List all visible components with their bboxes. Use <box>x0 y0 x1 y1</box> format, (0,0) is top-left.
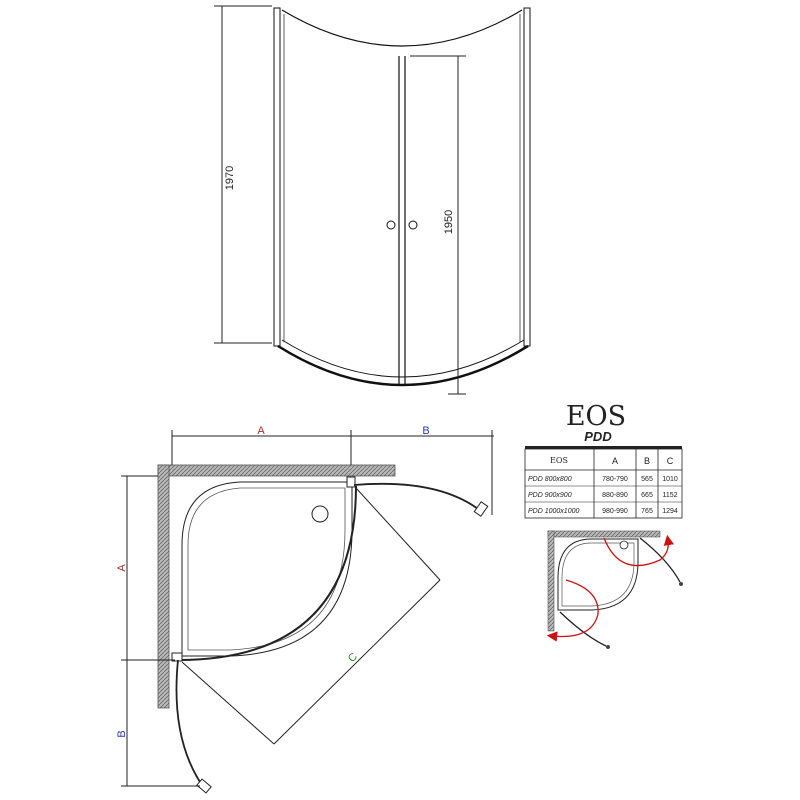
wall-left <box>157 464 170 709</box>
dim-b-top-label: B <box>422 425 429 437</box>
plan-view: A B A B C <box>116 425 494 794</box>
table-header-c: C <box>667 456 674 466</box>
table-header-a: A <box>612 456 618 466</box>
table-cell: PDD 1000x1000 <box>528 508 579 515</box>
table-cell: 880-890 <box>602 492 628 499</box>
glass-curve <box>177 485 357 661</box>
height-door-label: 1950 <box>443 210 455 234</box>
table-cell: 980-990 <box>602 508 628 515</box>
table-cell: 1294 <box>662 508 678 515</box>
open-arrow-left-icon <box>546 579 599 642</box>
dim-b-side-label: B <box>116 730 128 737</box>
mini-drain-icon <box>619 540 629 550</box>
bottom-curve <box>277 344 529 387</box>
table-header-model: EOS <box>550 456 568 465</box>
front-view: 1970 1950 <box>214 5 531 395</box>
product-subtitle: PDD <box>584 429 612 444</box>
height-total-label: 1970 <box>224 166 236 190</box>
dim-a-side-label: A <box>116 564 128 572</box>
open-arrow-right-icon <box>603 534 674 567</box>
table-cell: 765 <box>641 508 653 515</box>
product-title: EOS <box>566 401 626 432</box>
wall-top <box>157 464 396 477</box>
drain-icon <box>311 505 329 523</box>
shower-tray <box>181 481 353 657</box>
dim-c-label: C <box>346 651 360 665</box>
door-right-open <box>353 482 483 513</box>
right-post <box>523 7 531 347</box>
table-cell: 665 <box>641 492 653 499</box>
top-curve <box>281 9 523 47</box>
table-cell: PDD 800x800 <box>528 476 572 483</box>
door-bottom-open <box>175 659 205 789</box>
table-cell: PDD 900x900 <box>528 492 572 499</box>
table-cell: 1010 <box>662 476 678 483</box>
table-cell: 1152 <box>662 492 677 499</box>
table-cell: 780-790 <box>602 476 628 483</box>
mini-plan <box>546 530 683 649</box>
dimension-table: EOS A B C PDD 800x800 780-790 565 1010 P… <box>524 446 683 519</box>
dim-a-top-label: A <box>257 425 265 437</box>
table-cell: 565 <box>641 476 653 483</box>
table-header-b: B <box>644 456 650 466</box>
handle-right-icon <box>408 220 418 230</box>
left-post <box>273 7 281 347</box>
handle-left-icon <box>386 220 396 230</box>
